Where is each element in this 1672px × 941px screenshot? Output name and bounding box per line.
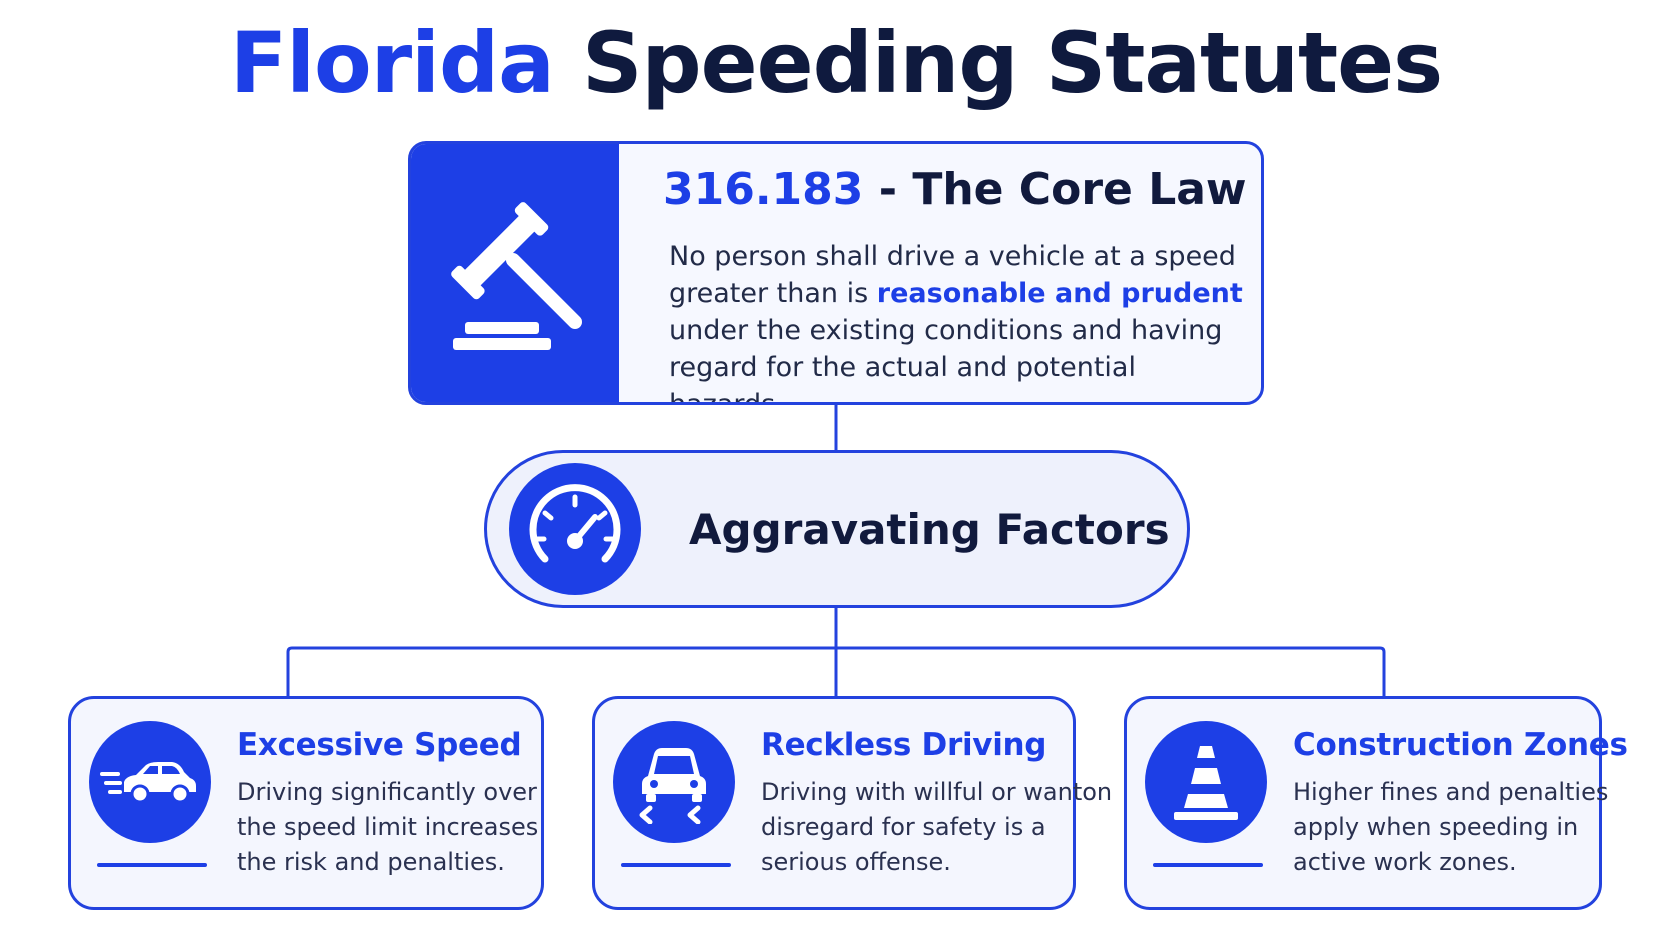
factor-title: Excessive Speed xyxy=(237,727,522,763)
factor-description-line: active work zones. xyxy=(1293,848,1517,876)
core-law-text: No person shall drive a vehicle at a spe… xyxy=(669,238,1249,405)
factor-title: Reckless Driving xyxy=(761,727,1047,763)
factor-description-line: serious offense. xyxy=(761,848,951,876)
card-underline xyxy=(1153,863,1263,867)
factor-description-line: Higher fines and penalties xyxy=(1293,778,1609,806)
page-title: Florida Speeding Statutes xyxy=(0,14,1672,112)
gavel-icon-panel xyxy=(411,144,619,402)
aggravating-factors-label: Aggravating Factors xyxy=(689,505,1170,554)
core-law-title: The Core Law xyxy=(912,164,1247,215)
factor-description-line: Driving with willful or wanton xyxy=(761,778,1113,806)
card-underline xyxy=(621,863,731,867)
traffic-cone-icon-circle xyxy=(1145,721,1267,843)
factor-description-line: disregard for safety is a xyxy=(761,813,1046,841)
gavel-icon xyxy=(451,202,582,350)
factor-description-line: Driving significantly over xyxy=(237,778,537,806)
factor-description-line: the speed limit increases xyxy=(237,813,539,841)
heading-separator: - xyxy=(863,164,913,215)
skidding-car-icon xyxy=(639,748,706,824)
factor-card-reckless-driving: Reckless Driving Driving with willful or… xyxy=(592,696,1112,910)
title-speeding-statutes: Speeding Statutes xyxy=(582,14,1443,112)
factor-description: Driving significantly over the speed lim… xyxy=(237,775,538,880)
core-law-highlight: reasonable and prudent xyxy=(876,278,1243,309)
factor-description: Driving with willful or wanton disregard… xyxy=(761,775,1112,880)
factor-description: Higher fines and penalties apply when sp… xyxy=(1293,775,1608,880)
core-law-text-end: under the existing conditions and having… xyxy=(669,315,1223,405)
skidding-car-icon-circle xyxy=(613,721,735,843)
core-law-text-start: No person shall drive a vehicle at a spe… xyxy=(669,241,1236,309)
aggravating-factors-pill: Aggravating Factors xyxy=(484,450,1190,608)
title-florida: Florida xyxy=(229,14,555,112)
statute-number: 316.183 xyxy=(663,164,864,215)
factor-card-excessive-speed: Excessive Speed Driving significantly ov… xyxy=(68,696,544,910)
factor-description-line: apply when speeding in xyxy=(1293,813,1579,841)
card-underline xyxy=(97,863,207,867)
core-law-heading: 316.183 - The Core Law xyxy=(663,164,1247,215)
core-law-card: 316.183 - The Core Law No person shall d… xyxy=(408,141,1264,405)
factor-description-line: the risk and penalties. xyxy=(237,848,505,876)
factor-card-construction-zones: Construction Zones Higher fines and pena… xyxy=(1124,696,1628,910)
factor-title: Construction Zones xyxy=(1293,727,1628,763)
speedometer-icon xyxy=(529,484,621,563)
speedometer-icon-circle xyxy=(509,463,641,595)
speeding-car-icon-circle xyxy=(89,721,211,843)
speeding-car-icon xyxy=(100,762,196,804)
traffic-cone-icon xyxy=(1174,746,1238,820)
